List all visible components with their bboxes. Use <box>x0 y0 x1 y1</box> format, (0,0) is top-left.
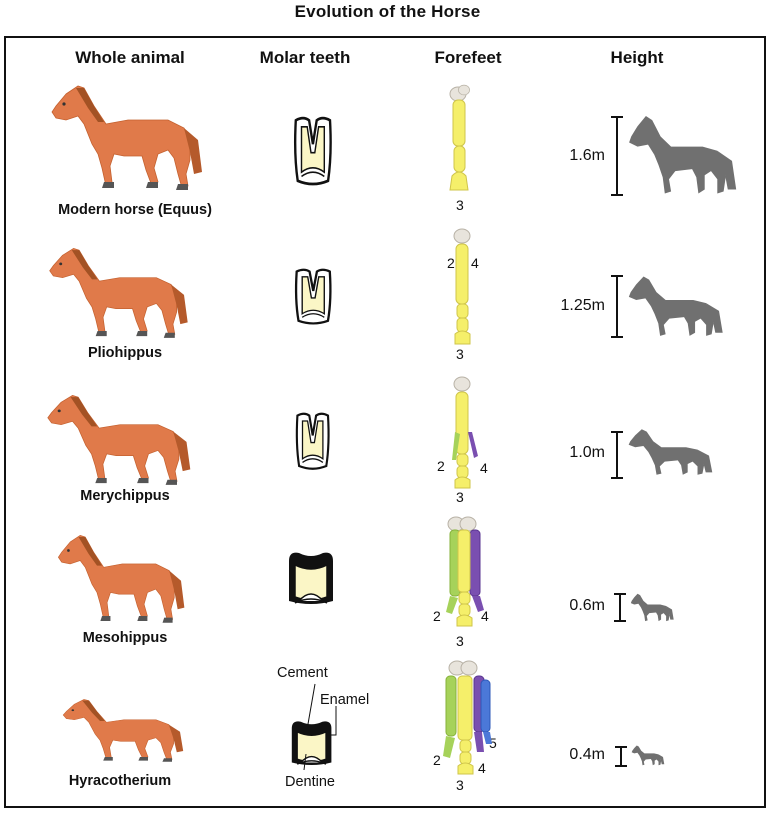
horse-silhouette-pliohippus <box>628 276 723 336</box>
height-label-merychippus: 1.0m <box>569 444 605 461</box>
digit-label-pliohippus-4: 4 <box>471 255 479 271</box>
horse-illustration-pliohippus <box>49 247 189 339</box>
tooth-label-dentine: Dentine <box>285 774 335 790</box>
tooth-label-enamel: Enamel <box>320 692 370 708</box>
forefoot-bones-hyracotherium <box>443 660 492 775</box>
horse-illustration-merychippus <box>47 394 191 486</box>
species-name-merychippus: Merychippus <box>80 488 170 504</box>
digit-label-mesohippus-2: 2 <box>433 608 441 624</box>
height-label-pliohippus: 1.25m <box>560 297 605 314</box>
species-name-mesohippus: Mesohippus <box>82 630 168 646</box>
species-name-pliohippus: Pliohippus <box>87 345 163 361</box>
height-scale-bar-mesohippus <box>614 593 626 622</box>
column-header-height: Height <box>610 48 664 67</box>
digit-label-mesohippus-4: 4 <box>481 608 489 624</box>
forefoot-bones-pliohippus <box>453 228 471 345</box>
column-header-molar-teeth: Molar teeth <box>259 48 351 67</box>
digit-label-equus-3: 3 <box>456 197 464 213</box>
molar-tooth-mesohippus <box>288 551 334 605</box>
forefoot-bones-equus <box>449 84 470 191</box>
height-label-hyracotherium: 0.4m <box>569 746 605 763</box>
height-label-equus: 1.6m <box>569 147 605 164</box>
height-scale-bar-hyracotherium <box>615 746 627 767</box>
height-scale-bar-equus <box>611 116 623 196</box>
diagram-frame <box>4 36 766 808</box>
digit-label-pliohippus-2: 2 <box>447 255 455 271</box>
digit-label-hyracotherium-3: 3 <box>456 777 464 793</box>
digit-label-pliohippus-3: 3 <box>456 346 464 362</box>
horse-illustration-equus <box>51 85 203 191</box>
horse-silhouette-merychippus <box>628 429 713 475</box>
digit-label-hyracotherium-4: 4 <box>478 760 486 776</box>
digit-label-merychippus-4: 4 <box>480 460 488 476</box>
horse-silhouette-mesohippus <box>630 593 674 622</box>
digit-label-mesohippus-3: 3 <box>456 633 464 649</box>
species-name-equus: Modern horse (Equus) <box>58 202 212 218</box>
molar-tooth-hyracotherium <box>291 683 337 771</box>
column-header-whole-animal: Whole animal <box>75 48 185 67</box>
digit-label-hyracotherium-5: 5 <box>489 735 497 751</box>
tooth-label-cement: Cement <box>277 665 328 681</box>
horse-illustration-mesohippus <box>57 534 185 624</box>
species-name-hyracotherium: Hyracotherium <box>68 773 172 789</box>
forefoot-bones-mesohippus <box>446 516 484 627</box>
horse-silhouette-hyracotherium <box>631 745 665 766</box>
digit-label-merychippus-2: 2 <box>437 458 445 474</box>
digit-label-hyracotherium-2: 2 <box>433 752 441 768</box>
horse-silhouette-equus <box>629 116 737 194</box>
molar-tooth-merychippus <box>295 412 330 470</box>
column-header-forefeet: Forefeet <box>434 48 502 67</box>
horse-illustration-hyracotherium <box>62 699 184 763</box>
molar-tooth-pliohippus <box>294 268 332 325</box>
forefoot-bones-merychippus <box>452 376 478 489</box>
height-scale-bar-pliohippus <box>611 275 623 338</box>
diagram-title: Evolution of the Horse <box>294 2 481 21</box>
digit-label-merychippus-3: 3 <box>456 489 464 505</box>
height-label-mesohippus: 0.6m <box>569 597 605 614</box>
molar-tooth-equus <box>293 116 332 186</box>
height-scale-bar-merychippus <box>611 431 623 479</box>
